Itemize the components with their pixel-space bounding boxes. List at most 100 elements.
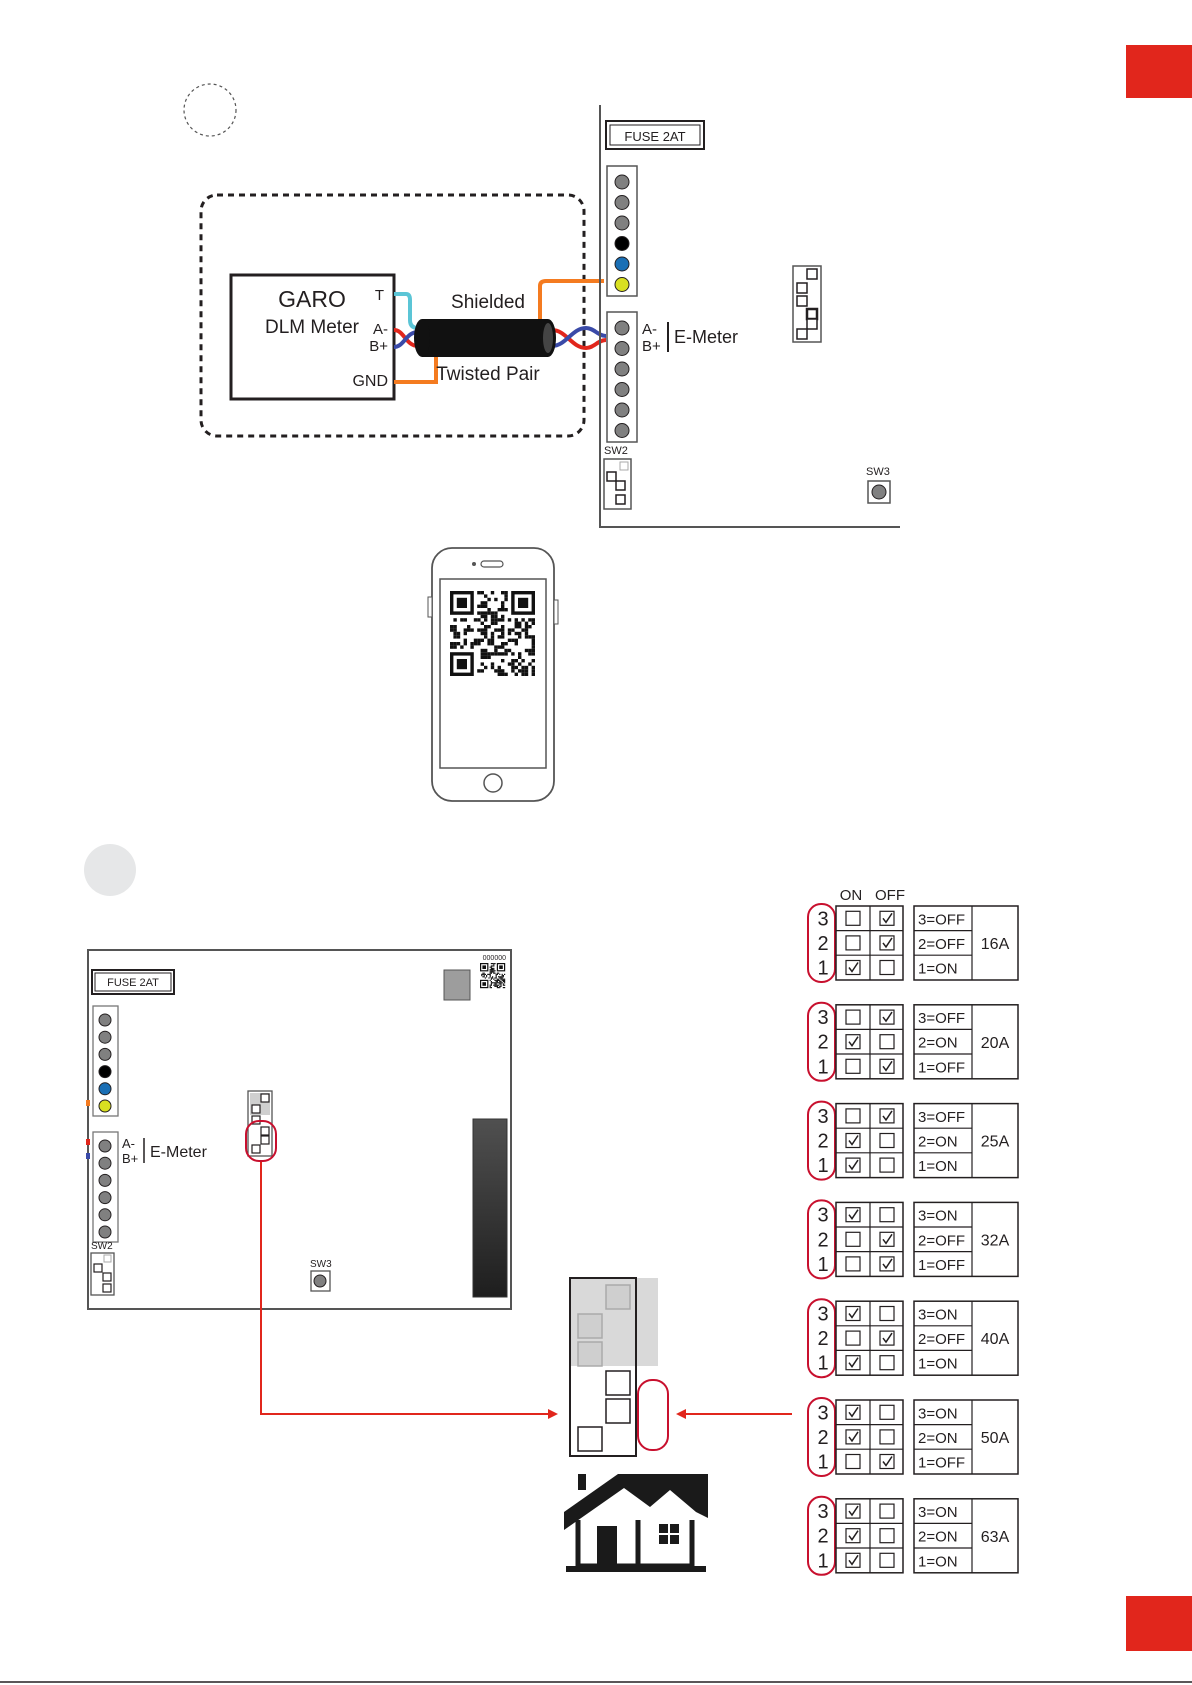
qr-code-module [514,631,518,636]
qr-small-module [501,979,503,981]
switch-number: 2 [817,1427,828,1449]
qr-code-module [477,618,481,622]
switch-number: 2 [817,933,828,955]
qr-code-module [531,669,535,673]
qr-code-module [504,642,508,646]
qr-small-module [488,977,490,979]
qr-code-module [501,601,505,605]
dip-switch-block-board1 [792,265,822,343]
qr-code-module [494,621,498,625]
qr-small-module [489,984,491,986]
small-qr-code [480,963,506,989]
switch-state-label: 3=OFF [918,911,965,928]
qr-code-module [484,652,488,656]
qr-small-module [493,982,495,984]
qr-small-module [495,975,497,977]
qr-code-module [460,645,464,649]
shielded-cable [414,319,556,357]
terminal-lower-pin-1 [614,320,630,336]
label-grid [913,1498,1019,1574]
qr-code-module [501,614,505,619]
label-grid [913,1300,1019,1376]
qr-small-module [492,965,494,967]
switch-state-label: 2=OFF [918,1232,965,1249]
qr-code-module [453,628,457,632]
sw2-switch [603,458,632,510]
qr-code-module [504,672,508,676]
qr-code-module [477,642,481,646]
qr-code-module [518,652,522,656]
qr-code-module [484,631,488,636]
checkbox-off [879,1528,895,1544]
checkmark [848,1530,859,1541]
qr-small-module [492,976,494,978]
qr-code-module [463,638,467,642]
qr-small-module [494,977,496,979]
qr-small-module [494,983,496,985]
checkmark [882,1456,893,1467]
qr-code-module [450,628,454,632]
sw3-button-2 [310,1270,331,1292]
qr-code-module [531,672,535,676]
switch-state-label: 1=OFF [918,1455,965,1472]
emeter-label-2: E-Meter [150,1144,208,1161]
qr-code-module [524,621,529,625]
qr-small-module [500,976,502,978]
qr-small-module [502,987,504,989]
qr-code-module [497,628,501,632]
qr-small-module [481,975,483,977]
qr-small-module [495,985,497,987]
qr-code-module [456,635,461,639]
checkbox-off [879,1132,895,1149]
qr-small-module [500,984,502,986]
amperage-label: 20A [981,1035,1010,1052]
qr-small-module [489,969,491,971]
dip-highlight-board2 [245,1120,277,1162]
qr-code-module [524,635,529,639]
qr-small-module [501,977,503,979]
qr-small-module [492,967,494,969]
smartphone [427,547,559,802]
qr-small-module [484,973,486,975]
qr-code-finder-tl-core [456,597,467,608]
charger-board-outline [599,105,900,528]
qr-code-module [490,642,495,646]
checkbox-off [879,1552,895,1568]
qr-code-module [480,655,484,659]
label-grid [913,1399,1019,1475]
qr-small-module [492,971,494,973]
qr-small-module [494,972,496,974]
checkmark [882,937,893,949]
qr-code-module [470,645,474,649]
qr-code-module [484,594,488,598]
wire-stub-blue [86,1153,90,1159]
checkbox-on [845,935,861,951]
checkbox-off [879,1034,895,1050]
qr-code-module [518,669,522,673]
qr-code-module [511,665,515,670]
wire-stub-orange [86,1100,90,1106]
sw3-label: SW3 [866,466,890,478]
checkmark [848,1036,859,1047]
qr-small-module [504,981,506,983]
switch-number: 1 [817,1550,828,1572]
qr-small-module [496,984,498,986]
meter-term-b: B+ [369,338,388,355]
qr-code-module [463,618,467,622]
amperage-label: 50A [981,1430,1010,1447]
qr-small-module [502,978,504,980]
qr-small-module [490,965,492,967]
qr-small-module [493,963,495,965]
switch-number: 3 [817,1304,828,1326]
phone-home-button [483,773,503,793]
sw2-switch-2 [90,1252,115,1296]
qr-code-module [497,652,501,656]
qr-small-module [493,969,495,971]
checkmark [848,1209,859,1220]
header-off: OFF [875,887,905,904]
qr-code-module [490,638,495,642]
qr-code-module [480,591,484,595]
qr-small-module [495,981,497,983]
cable-label-shielded: Shielded [451,292,525,313]
checkmark [848,1554,859,1566]
